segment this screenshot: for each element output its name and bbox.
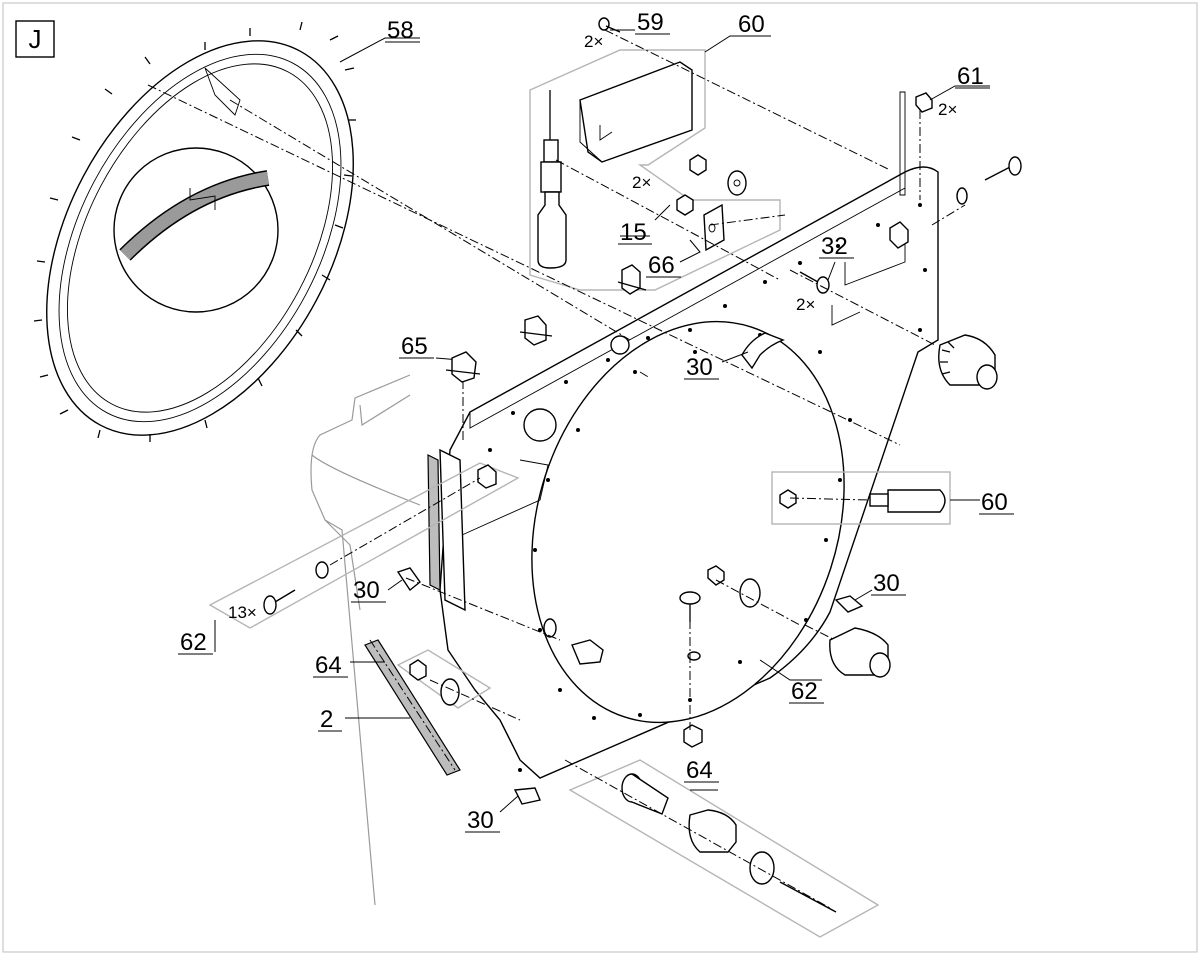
sensor-box-60 bbox=[771, 471, 951, 525]
bolt-61 bbox=[899, 91, 933, 196]
callout-60-mid: 60 bbox=[981, 489, 1008, 516]
clip-65 bbox=[445, 351, 481, 383]
callout-64-bottom: 64 bbox=[686, 757, 713, 784]
center-fasteners bbox=[543, 565, 761, 748]
screw-right bbox=[956, 156, 1022, 205]
small-bracket-15 bbox=[703, 203, 725, 252]
callout-30-bottom: 30 bbox=[467, 807, 494, 834]
callout-2: 2 bbox=[320, 706, 333, 733]
callout-30-top: 30 bbox=[686, 354, 713, 381]
callout-66: 66 bbox=[648, 252, 675, 279]
callout-labels: 58 59 60 61 15 66 32 65 30 60 30 30 62 6… bbox=[180, 9, 1008, 834]
callout-15: 15 bbox=[620, 219, 647, 246]
callout-58: 58 bbox=[387, 17, 414, 44]
qty-32: 2× bbox=[796, 295, 815, 314]
callout-62-right: 62 bbox=[791, 678, 818, 705]
left-fastener-box bbox=[208, 462, 520, 629]
callout-underlines bbox=[178, 33, 1014, 833]
clip-30-right bbox=[834, 595, 864, 613]
quantity-labels: 2× 2× 2× 2× 13× bbox=[228, 32, 957, 622]
housing-outline bbox=[310, 374, 421, 906]
clip-66 bbox=[617, 264, 647, 295]
callout-30-left: 30 bbox=[353, 577, 380, 604]
qty-15: 2× bbox=[632, 173, 651, 192]
roller-box-64 bbox=[568, 759, 880, 938]
callout-59: 59 bbox=[637, 9, 664, 36]
fan-cover-ring bbox=[33, 21, 356, 442]
callout-61: 61 bbox=[957, 63, 984, 90]
hose-clip-30-top bbox=[741, 332, 785, 370]
qty-61: 2× bbox=[938, 100, 957, 119]
nut-right bbox=[889, 221, 909, 249]
screw-59 bbox=[598, 17, 621, 33]
gear-roller-top bbox=[938, 334, 998, 390]
callout-62-left: 62 bbox=[180, 629, 207, 656]
qty-62: 13× bbox=[228, 603, 257, 622]
callout-64-left: 64 bbox=[315, 652, 342, 679]
nut-parts-top bbox=[676, 154, 747, 216]
section-letter: J bbox=[29, 24, 42, 54]
callout-32: 32 bbox=[821, 233, 848, 260]
bottle-sensor bbox=[537, 90, 567, 269]
callout-65: 65 bbox=[401, 333, 428, 360]
callout-60-top: 60 bbox=[738, 11, 765, 38]
section-letter-box: J bbox=[15, 20, 55, 58]
callout-30-right: 30 bbox=[873, 570, 900, 597]
washer-box-64 bbox=[396, 649, 492, 709]
leader-lines bbox=[214, 29, 990, 813]
assembly-lines bbox=[147, 29, 966, 909]
qty-59: 2× bbox=[584, 32, 603, 51]
gear-roller-mid bbox=[829, 627, 891, 678]
clip-mid bbox=[519, 315, 553, 346]
bracket-plate bbox=[579, 61, 693, 163]
